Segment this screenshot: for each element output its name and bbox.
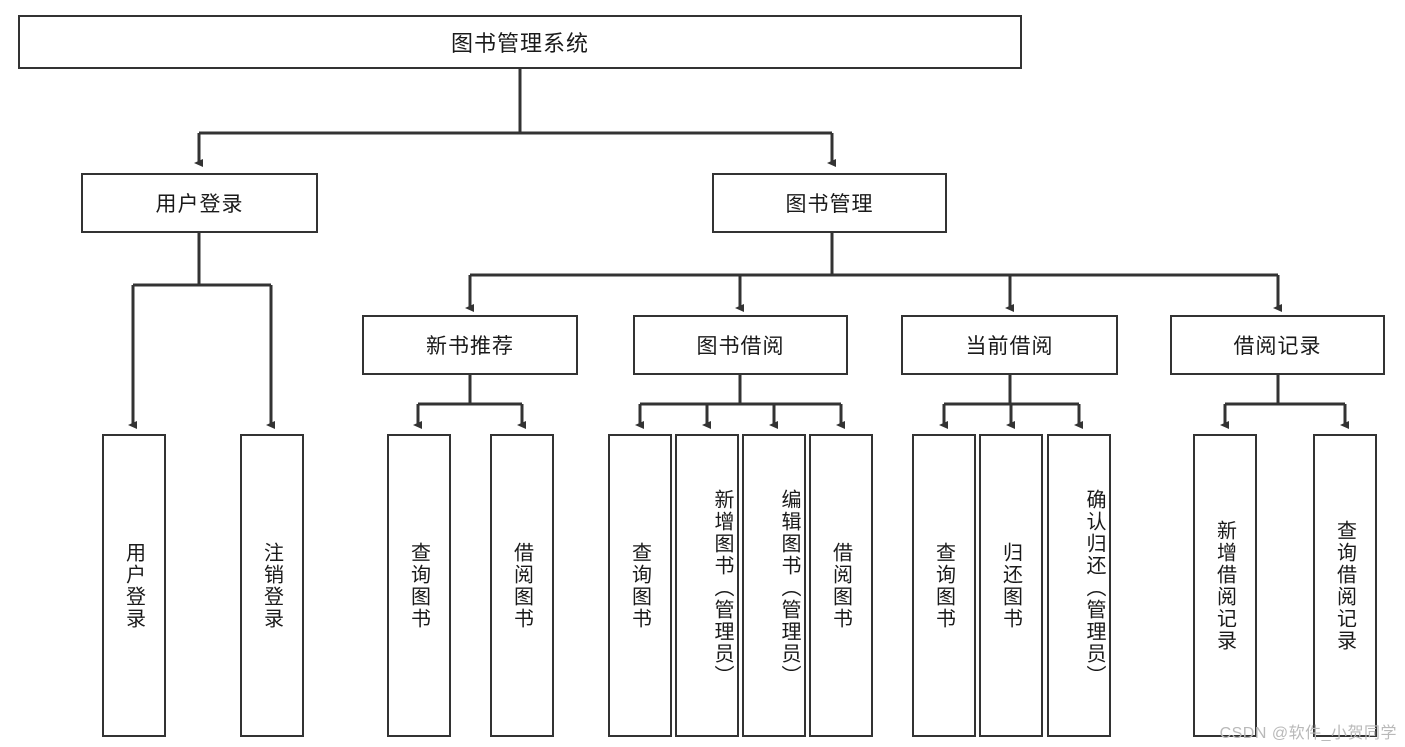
leaf-edit-book-admin[interactable]: 编辑图书（管理员） <box>742 434 806 737</box>
leaf-return-book[interactable]: 归还图书 <box>979 434 1043 737</box>
leaf-borrow-book[interactable]: 借阅图书 <box>809 434 873 737</box>
leaf-add-book-admin[interactable]: 新增图书（管理员） <box>675 434 739 737</box>
csdn-watermark: CSDN @软件_小贺同学 <box>1219 725 1397 742</box>
leaf-user-login[interactable]: 用户登录 <box>102 434 166 737</box>
node-current-borrow[interactable]: 当前借阅 <box>901 315 1118 375</box>
leaf-add-borrow-record[interactable]: 新增借阅记录 <box>1193 434 1257 737</box>
leaf-borrow-book-recommend[interactable]: 借阅图书 <box>490 434 554 737</box>
leaf-query-book-recommend[interactable]: 查询图书 <box>387 434 451 737</box>
node-book-borrow[interactable]: 图书借阅 <box>633 315 848 375</box>
leaf-query-book-borrow[interactable]: 查询图书 <box>608 434 672 737</box>
node-book-management[interactable]: 图书管理 <box>712 173 947 233</box>
leaf-query-book-current[interactable]: 查询图书 <box>912 434 976 737</box>
leaf-confirm-return-admin[interactable]: 确认归还（管理员） <box>1047 434 1111 737</box>
node-borrow-record[interactable]: 借阅记录 <box>1170 315 1385 375</box>
node-root-book-management-system[interactable]: 图书管理系统 <box>18 15 1022 69</box>
node-new-book-recommend[interactable]: 新书推荐 <box>362 315 578 375</box>
leaf-logout-login[interactable]: 注销登录 <box>240 434 304 737</box>
node-user-login[interactable]: 用户登录 <box>81 173 318 233</box>
leaf-query-borrow-record[interactable]: 查询借阅记录 <box>1313 434 1377 737</box>
